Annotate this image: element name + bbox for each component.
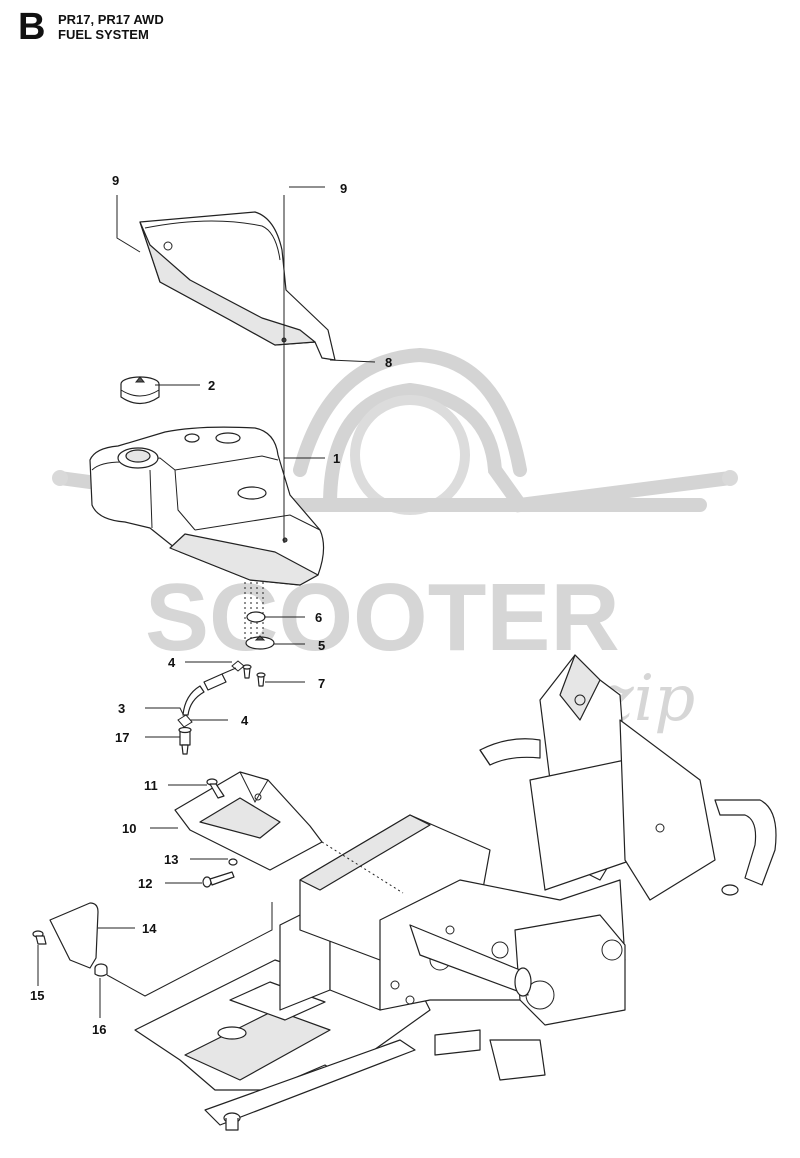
callout-13: 13 (164, 852, 178, 867)
page-title: FUEL SYSTEM (58, 27, 149, 42)
o-ring-part (246, 611, 266, 623)
callout-3: 3 (118, 701, 125, 716)
callout-16: 16 (92, 1022, 106, 1037)
callout-9-left: 9 (112, 173, 119, 188)
callout-14: 14 (142, 921, 157, 936)
screw-11-part (206, 778, 225, 799)
callout-17: 17 (115, 730, 129, 745)
chassis-frame (134, 654, 777, 1131)
callout-5: 5 (318, 638, 325, 653)
section-letter: B (18, 6, 46, 48)
screw-parts (242, 664, 266, 687)
callout-10: 10 (122, 821, 136, 836)
callout-4-lower: 4 (241, 713, 249, 728)
watermark-text: SCOOTER (145, 564, 620, 671)
tank-cover-part (139, 211, 336, 361)
callout-4-upper: 4 (168, 655, 176, 670)
bolt-12-part (202, 871, 235, 888)
fitting-part (178, 726, 192, 755)
callout-2: 2 (208, 378, 215, 393)
screw-15-part (32, 930, 47, 945)
heat-shield-part (174, 771, 323, 871)
hose-clamp-part (177, 714, 193, 728)
fuel-hose-part (182, 685, 205, 716)
washer-13-part (228, 858, 238, 866)
callout-11: 11 (144, 778, 158, 793)
nut-16-part (94, 963, 108, 977)
model-name: PR17, PR17 AWD (58, 12, 164, 27)
watermark-logo: SCOOTER zip (52, 347, 738, 736)
fuel-filter-part (203, 660, 245, 691)
bushing-part (245, 635, 275, 650)
callout-8: 8 (385, 355, 392, 370)
fuel-tank-part (89, 426, 325, 586)
leader-lines (37, 186, 404, 1018)
callout-9-right: 9 (340, 181, 347, 196)
callout-6: 6 (315, 610, 322, 625)
callout-7: 7 (318, 676, 325, 691)
callout-1: 1 (333, 451, 340, 466)
callout-labels: 9 9 8 2 1 6 5 4 7 3 4 17 11 10 13 12 14 … (30, 173, 392, 1037)
callout-15: 15 (30, 988, 44, 1003)
plate-14-part (49, 902, 99, 969)
fuel-cap-part (120, 376, 160, 405)
callout-12: 12 (138, 876, 152, 891)
